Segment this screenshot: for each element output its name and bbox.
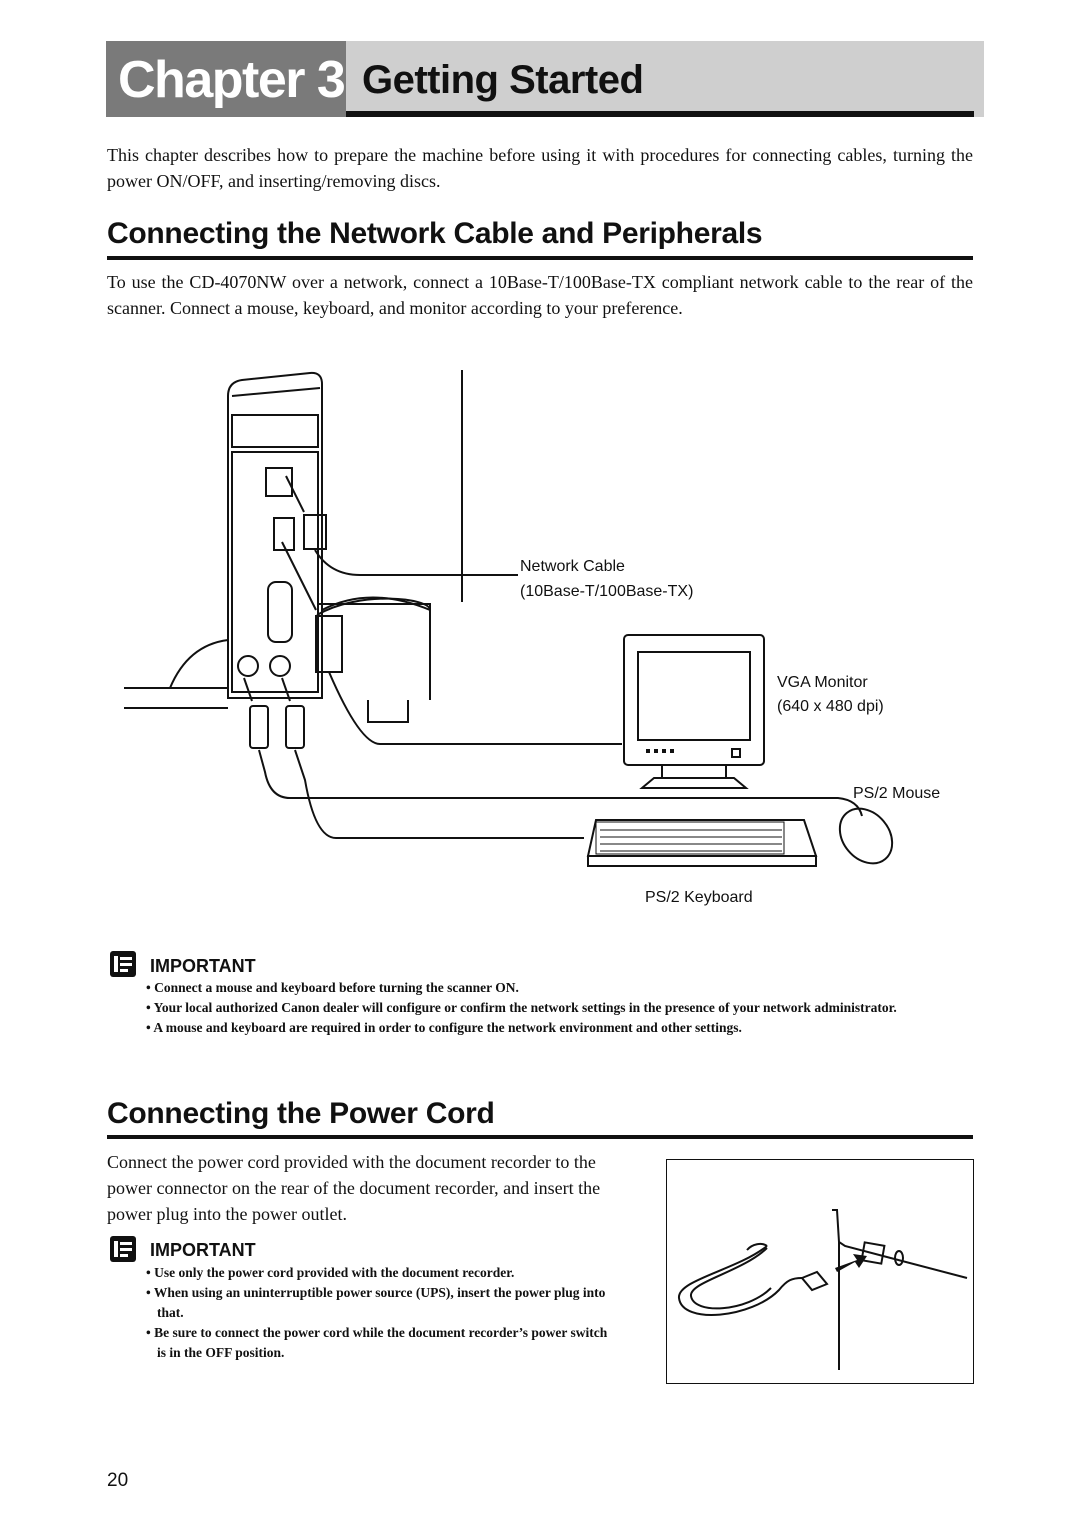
power-section-body: Connect the power cord provided with the… bbox=[107, 1152, 601, 1224]
important-item: Your local authorized Canon dealer will … bbox=[146, 998, 972, 1018]
label-monitor-resolution: (640 x 480 dpi) bbox=[777, 698, 884, 715]
label-network-cable: Network Cable bbox=[520, 558, 625, 575]
chapter-title: Getting Started bbox=[362, 58, 644, 102]
page-number: 20 bbox=[107, 1470, 129, 1491]
label-ps2-mouse: PS/2 Mouse bbox=[853, 785, 940, 802]
important-item: Be sure to connect the power cord while … bbox=[146, 1323, 616, 1363]
important-title: IMPORTANT bbox=[150, 1240, 256, 1260]
section-heading-power: Connecting the Power Cord bbox=[107, 1097, 495, 1130]
important-item: Connect a mouse and keyboard before turn… bbox=[146, 978, 972, 998]
important-list-network: Connect a mouse and keyboard before turn… bbox=[146, 978, 972, 1038]
label-ps2-keyboard: PS/2 Keyboard bbox=[645, 889, 753, 906]
important-note-icon bbox=[110, 951, 136, 977]
section-heading-network: Connecting the Network Cable and Periphe… bbox=[107, 217, 763, 250]
chapter-label-box bbox=[106, 41, 346, 117]
chapter-title-rule bbox=[346, 111, 974, 117]
connection-diagram: Network Cable (10Base-T/100Base-TX) VGA … bbox=[124, 370, 940, 906]
section-rule bbox=[107, 256, 973, 260]
power-cord-figure bbox=[666, 1159, 974, 1384]
important-item: A mouse and keyboard are required in ord… bbox=[146, 1018, 972, 1038]
important-title: IMPORTANT bbox=[150, 956, 256, 976]
chapter-label: Chapter 3 bbox=[118, 51, 346, 109]
label-vga-monitor: VGA Monitor bbox=[777, 674, 868, 691]
important-list-power: Use only the power cord provided with th… bbox=[146, 1263, 616, 1363]
network-section-body: To use the CD-4070NW over a network, con… bbox=[107, 272, 973, 318]
important-item: Use only the power cord provided with th… bbox=[146, 1263, 616, 1283]
important-note-icon bbox=[110, 1236, 136, 1262]
important-item: When using an uninterruptible power sour… bbox=[146, 1283, 616, 1323]
chapter-intro: This chapter describes how to prepare th… bbox=[107, 145, 973, 191]
section-rule bbox=[107, 1135, 973, 1139]
label-network-cable-spec: (10Base-T/100Base-TX) bbox=[520, 583, 693, 600]
